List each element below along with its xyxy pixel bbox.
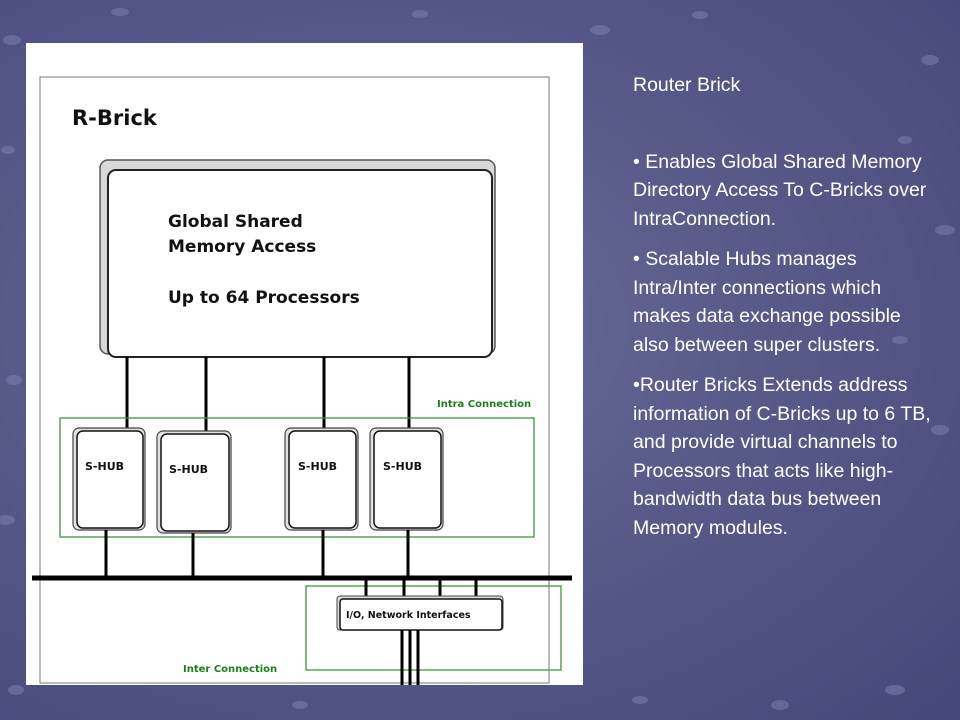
gsma-label-line1: Global Shared <box>168 212 303 232</box>
io-label: I/O, Network Interfaces <box>346 610 471 621</box>
r-brick-frame <box>39 76 550 684</box>
inter-connection-label: Inter Connection <box>183 664 277 675</box>
gsma-label-line3: Up to 64 Processors <box>168 288 360 308</box>
hub-1-label: S-HUB <box>85 460 124 473</box>
bullet-global-shared-memory: • Enables Global Shared Memory Directory… <box>633 150 927 230</box>
io-outgoing-links <box>400 630 420 685</box>
io-box <box>339 598 503 631</box>
hub-1: S-HUB <box>72 427 146 531</box>
gsma-hub-links <box>125 357 411 431</box>
hub-4-label: S-HUB <box>383 460 422 473</box>
bullet-router-bricks: •Router Bricks Extends address informati… <box>633 374 931 539</box>
intra-connection-label: Intra Connection <box>437 399 531 410</box>
hub-2: S-HUB <box>156 430 232 534</box>
gsma-block <box>107 169 493 358</box>
gsma-label-line2: Memory Access <box>168 237 316 257</box>
diagram-panel: R-Brick Global Shared Memory Access Up t… <box>26 43 583 685</box>
hub-2-label: S-HUB <box>169 463 208 476</box>
slide-text: Router Brick • Enables Global Shared Mem… <box>633 71 933 554</box>
hub-3-label: S-HUB <box>298 460 337 473</box>
slide-title: Router Brick <box>633 74 741 96</box>
inter-connection-box <box>305 585 562 671</box>
diagram-title: R-Brick <box>72 106 158 130</box>
bullet-scalable-hubs: • Scalable Hubs manages Intra/Inter conn… <box>633 248 901 356</box>
hub-3: S-HUB <box>284 427 359 531</box>
r-brick-diagram: R-Brick Global Shared Memory Access Up t… <box>32 76 572 685</box>
hub-bus-links <box>104 530 410 578</box>
hub-4: S-HUB <box>369 427 444 531</box>
intra-connection-box <box>59 417 535 538</box>
